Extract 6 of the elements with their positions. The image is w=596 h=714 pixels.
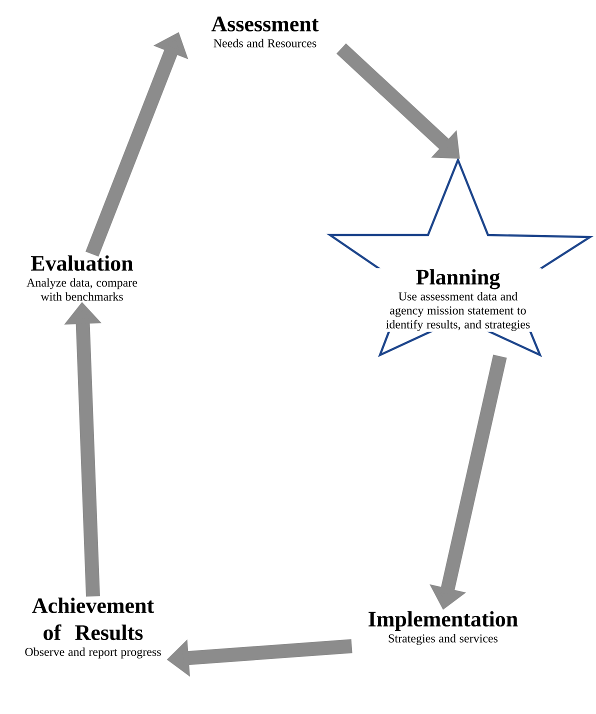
stage-text: Implementation Strategies and services [368, 611, 518, 645]
stage-text: Evaluation Analyze data, compare with benchmarks [26, 255, 138, 301]
stage-text: Assessment Needs and Resources [211, 16, 319, 48]
stage-text: Achievement of Results Observe and report progress [25, 598, 161, 658]
block-arrow [336, 43, 460, 159]
star-text: Planning Use assessment data and agency mission statement to identify results, and strategies [374, 268, 542, 332]
